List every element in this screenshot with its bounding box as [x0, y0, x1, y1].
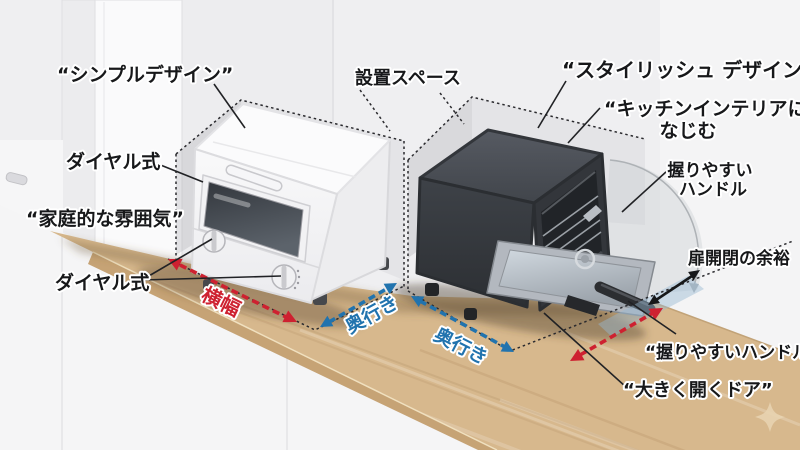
- label-kitchen-line1: “キッチンインテリアに: [604, 98, 800, 120]
- label-dial-bottom: ダイヤル式: [55, 271, 149, 294]
- label-simple-design: “シンプルデザイン”: [57, 63, 233, 86]
- black-toaster-oven: [415, 128, 656, 320]
- door-width-arrow: [570, 308, 663, 361]
- door-clearance-arrow: [648, 270, 700, 305]
- black-oven-foot: [464, 308, 477, 320]
- door-handle-bar: [594, 281, 656, 315]
- leader-lines: [141, 80, 677, 388]
- label-door-clearance: 扉開閉の余裕: [688, 248, 790, 269]
- black-oven-open-door: [486, 240, 656, 317]
- black-oven-foot: [425, 283, 439, 296]
- white-oven-handle: [225, 164, 283, 192]
- label-install-space: 設置スペース: [355, 67, 461, 89]
- refrigerator: [61, 0, 183, 291]
- door-latch: [564, 295, 600, 316]
- white-oven-dial-1: [202, 229, 226, 253]
- white-toaster-oven: [191, 103, 391, 305]
- white-oven-window: [198, 174, 311, 263]
- depth-arrow-right: [411, 296, 514, 352]
- white-oven-dial-2: [271, 264, 301, 290]
- label-kitchen-line2: なじむ: [659, 120, 716, 142]
- label-dial-top: ダイヤル式: [66, 150, 160, 173]
- label-grip-handle-quote: “握りやすいハンドル: [645, 342, 800, 363]
- cabinet-handle: [5, 172, 28, 186]
- label-wide-door: “大きく開くドア”: [623, 379, 773, 401]
- door-hinge: [583, 205, 602, 222]
- door-clearance-zone: [598, 276, 704, 337]
- depth-arrow-left: [320, 283, 397, 327]
- label-homey: “家庭的な雰囲気”: [26, 207, 184, 230]
- label-grip-line1: 握りやすい: [668, 160, 753, 181]
- label-stylish-design: “スタイリッシュ デザイン”: [562, 58, 800, 82]
- sparkle-icon: [755, 402, 785, 432]
- label-grip-line2: ハンドル: [679, 180, 747, 200]
